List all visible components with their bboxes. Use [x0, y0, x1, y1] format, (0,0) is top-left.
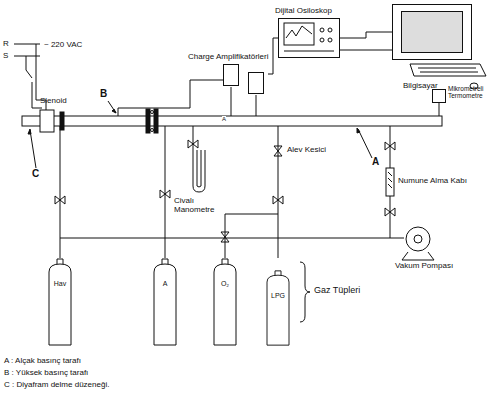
legend-entry: A : Alçak basınç tarafı — [4, 356, 81, 365]
gas-cylinder: Hav — [48, 258, 72, 346]
legend-entry: C : Diyafram delme düzeneği. — [4, 380, 109, 389]
apparatus-box: Mikrometreli Termometre — [432, 89, 446, 103]
node-label: Dijital Osiloskop — [275, 6, 332, 15]
signal-cable — [268, 38, 278, 74]
monitor-screen — [401, 11, 463, 53]
part-label: C — [32, 168, 39, 180]
part-label: Civalı Manometre — [174, 196, 222, 214]
cylinder-outline — [48, 258, 72, 346]
apparatus-box: Dijital Osiloskop — [278, 18, 340, 58]
part-label: Alev Kesici — [287, 145, 326, 154]
gas-cylinder: O₂ — [213, 258, 237, 346]
apparatus-box: Vakum Pompası — [405, 226, 431, 252]
part-label: Numune Alma Kabı — [398, 176, 467, 185]
signal-cable — [340, 32, 392, 38]
part-label: A — [222, 116, 226, 122]
part-label: Slenoid — [40, 96, 67, 105]
node-label: LPG — [266, 292, 290, 300]
legend-entry: B : Yüksek basınç tarafı — [4, 368, 88, 377]
node-label: Hav — [48, 280, 72, 288]
part-label: S — [3, 51, 8, 60]
part-label: Gaz Tüpleri — [314, 285, 360, 295]
part-label: B — [100, 88, 107, 100]
node-label: A — [153, 280, 177, 288]
part-label: R — [3, 39, 9, 48]
amplifier-box — [248, 72, 264, 94]
part-label: A — [372, 156, 379, 168]
cylinder-outline — [213, 258, 237, 346]
node-label: O₂ — [213, 280, 237, 288]
node-label: Vakum Pompası — [395, 261, 453, 270]
apparatus-box: Bilgisayar — [392, 4, 472, 60]
node-label: Charge Amplifikatörleri — [188, 52, 268, 61]
cylinder-outline — [266, 270, 290, 346]
gas-cylinder: LPG — [266, 270, 290, 346]
scope-screen — [278, 18, 340, 58]
pump-outline — [405, 226, 431, 252]
apparatus-box: Charge Amplifikatörleri — [188, 52, 268, 96]
amplifier-box — [223, 64, 239, 86]
part-label: ~ 220 VAC — [44, 40, 82, 49]
node-label: Mikrometreli Termometre — [448, 85, 486, 100]
cylinder-outline — [153, 258, 177, 346]
gas-cylinder: A — [153, 258, 177, 346]
